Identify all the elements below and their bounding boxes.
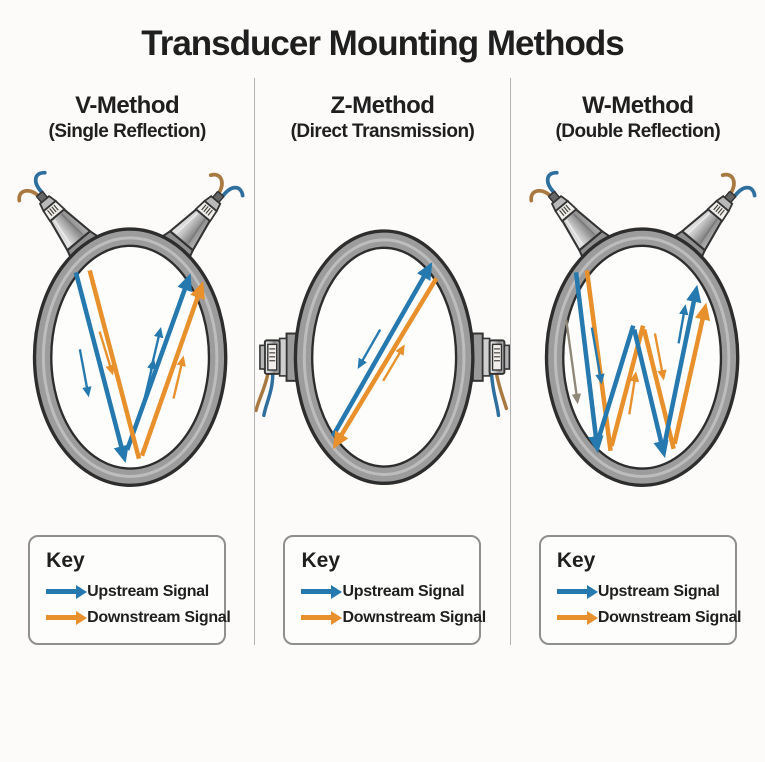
pipe-sheen — [303, 238, 466, 476]
transducer-icon — [255, 331, 299, 418]
flow-direction-arrow — [653, 333, 667, 381]
w-method-header: W-Method (Double Reflection) — [555, 92, 720, 158]
key-row-upstream: Upstream Signal — [46, 582, 209, 601]
key-row-downstream: Downstream Signal — [46, 609, 231, 627]
method-subtitle: (Double Reflection) — [555, 120, 721, 142]
upstream-signal-path — [125, 273, 192, 451]
panel-w-method: W-Method (Double Reflection) — [509, 78, 765, 645]
upstream-signal-path — [573, 272, 604, 454]
key-row-upstream: Upstream Signal — [556, 582, 720, 601]
v-method-header: V-Method (Single Reflection) — [48, 92, 207, 158]
method-panels: V-Method (Single Reflection) K — [0, 78, 765, 685]
key-box: Key Upstream Signal Downstream Signal — [283, 534, 486, 645]
flow-direction-arrow — [590, 327, 605, 385]
upstream-label: Upstream Signal — [342, 582, 465, 600]
downstream-signal-path — [139, 281, 205, 457]
downstream-arrow-icon — [46, 615, 77, 621]
downstream-label: Downstream Signal — [597, 608, 742, 626]
downstream-arrow-icon — [556, 615, 587, 621]
flow-direction-arrow — [149, 327, 164, 371]
key-row-downstream: Downstream Signal — [301, 609, 486, 627]
key-row-downstream: Downstream Signal — [556, 609, 742, 627]
flow-direction-arrow — [142, 358, 157, 402]
upstream-signal-path — [631, 329, 669, 459]
upstream-signal-path — [662, 284, 701, 444]
flow-direction-arrow — [357, 328, 382, 370]
flow-direction-arrow — [677, 304, 688, 344]
pipe-inner-wall — [50, 244, 211, 470]
panel-v-method: V-Method (Single Reflection) K — [0, 78, 254, 645]
method-name: W-Method — [582, 92, 694, 119]
key-row-upstream: Upstream Signal — [301, 582, 465, 601]
upstream-signal-path — [331, 262, 433, 438]
downstream-signal-path — [333, 277, 439, 450]
upstream-arrow-icon — [556, 589, 587, 595]
flow-direction-arrow — [382, 344, 406, 382]
transducer-icon — [471, 331, 510, 418]
w-method-diagram — [524, 167, 759, 488]
pipe-sheen — [553, 236, 730, 478]
downstream-signal-path — [672, 302, 710, 445]
z-method-header: Z-Method (Direct Transmission) — [291, 92, 475, 158]
upstream-arrow-icon — [301, 589, 332, 595]
flow-direction-arrow — [98, 331, 115, 376]
v-method-diagram — [12, 167, 248, 488]
flow-direction-arrow — [564, 319, 581, 405]
method-name: V-Method — [75, 92, 180, 119]
key-title: Key — [301, 548, 341, 572]
pipe-sheen — [41, 236, 219, 478]
z-method-diagram — [255, 229, 510, 486]
panel-z-method: Z-Method (Direct Transmission) Key Upstr… — [254, 78, 510, 645]
method-subtitle: (Single Reflection) — [48, 120, 207, 142]
flow-direction-arrow — [78, 349, 92, 398]
downstream-arrow-icon — [301, 615, 332, 621]
upstream-label: Upstream Signal — [87, 582, 209, 600]
method-name: Z-Method — [330, 92, 435, 119]
key-box: Key Upstream Signal Downstream Signal — [538, 534, 742, 645]
downstream-label: Downstream Signal — [342, 608, 486, 626]
method-subtitle: (Direct Transmission) — [290, 120, 475, 142]
upstream-arrow-icon — [46, 589, 77, 595]
upstream-signal-path — [596, 324, 636, 439]
flow-direction-arrow — [627, 371, 639, 415]
key-title: Key — [556, 548, 596, 572]
upstream-signal-path — [73, 271, 129, 463]
flow-direction-arrow — [172, 355, 186, 399]
page-title: Transducer Mounting Methods — [141, 24, 624, 63]
upstream-label: Upstream Signal — [597, 582, 720, 600]
downstream-label: Downstream Signal — [87, 608, 231, 626]
key-box: Key Upstream Signal Downstream Signal — [28, 534, 231, 645]
key-title: Key — [46, 548, 85, 572]
